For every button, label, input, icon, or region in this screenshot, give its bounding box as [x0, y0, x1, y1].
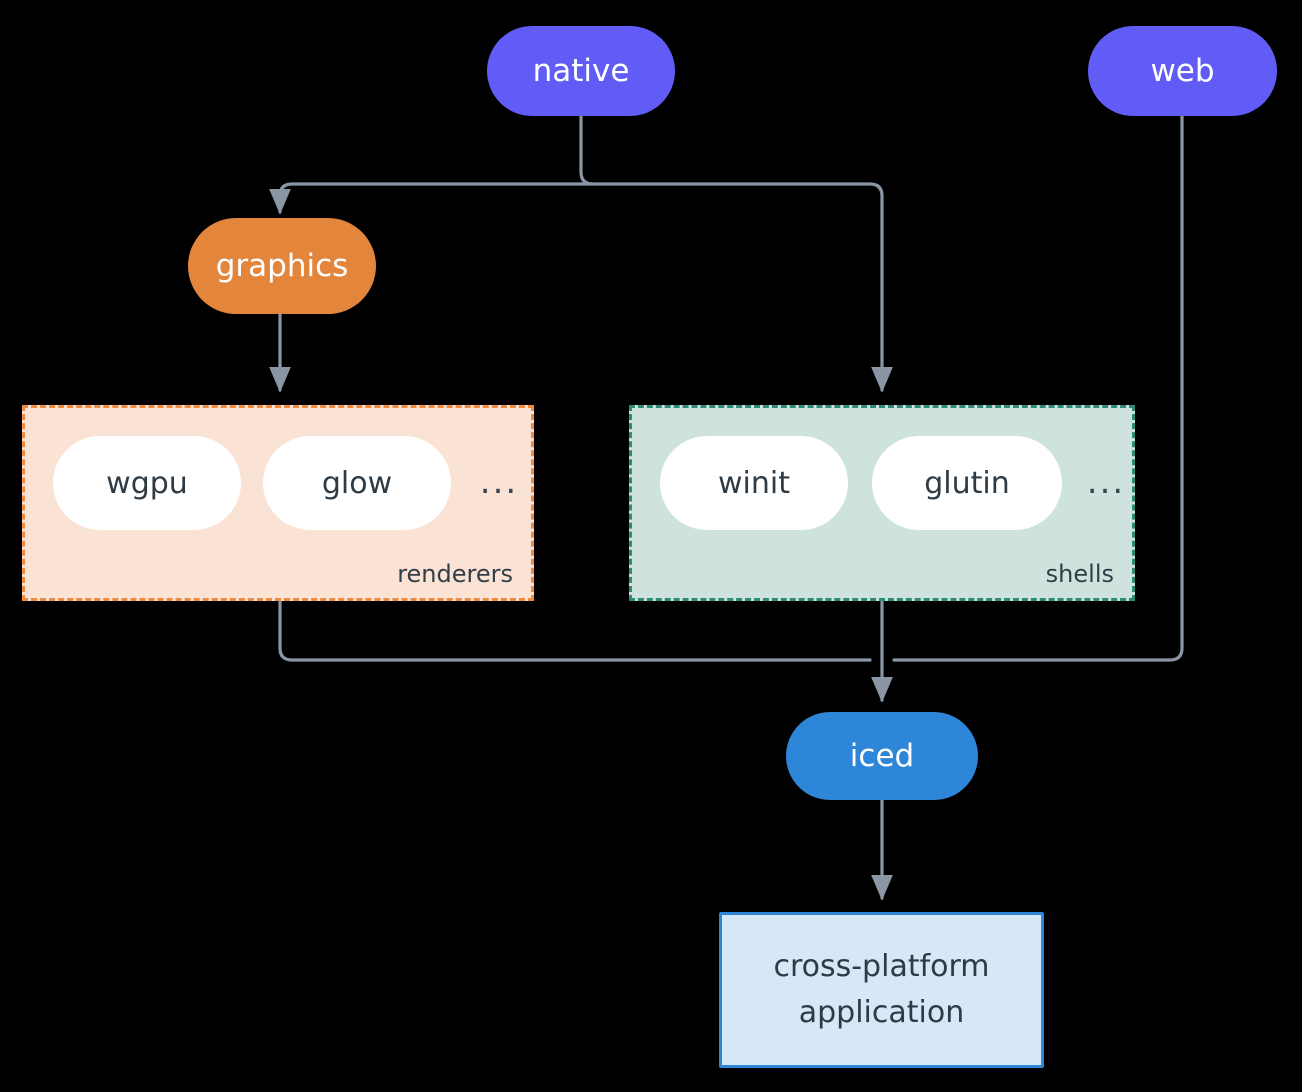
pill-winit[interactable]: winit — [660, 436, 848, 530]
edge-renderers-to-iced — [278, 600, 872, 662]
node-iced-label: iced — [849, 737, 915, 774]
application-label-line-1: cross-platform — [773, 948, 990, 984]
pill-winit-label: winit — [718, 465, 790, 501]
node-cross-platform-application[interactable]: cross-platform application — [719, 912, 1044, 1068]
group-renderers-label: renderers — [397, 560, 513, 588]
node-web[interactable]: web — [1088, 26, 1277, 116]
node-native-label: native — [532, 52, 630, 89]
group-renderers: wgpu glow ... renderers — [22, 405, 534, 601]
application-label-line-2: application — [798, 995, 965, 1030]
pill-glow[interactable]: glow — [263, 436, 451, 530]
node-iced[interactable]: iced — [786, 712, 978, 800]
edge-native-to-graphics — [269, 182, 583, 215]
edge-native-trunk — [579, 114, 595, 186]
group-shells-label: shells — [1045, 560, 1114, 588]
node-graphics[interactable]: graphics — [188, 218, 376, 314]
pill-wgpu[interactable]: wgpu — [53, 436, 241, 530]
edge-native-to-shells — [579, 182, 893, 393]
pill-wgpu-label: wgpu — [106, 465, 188, 501]
node-native[interactable]: native — [487, 26, 675, 116]
node-graphics-label: graphics — [215, 247, 349, 284]
pill-glutin[interactable]: glutin — [872, 436, 1062, 530]
shells-overflow-ellipsis: ... — [1086, 462, 1126, 502]
node-web-label: web — [1150, 52, 1215, 89]
renderers-overflow-ellipsis: ... — [479, 462, 519, 502]
pill-glow-label: glow — [321, 465, 393, 501]
group-shells: winit glutin ... shells — [629, 405, 1135, 601]
edge-web-to-iced — [892, 114, 1184, 662]
pill-glutin-label: glutin — [924, 465, 1010, 501]
